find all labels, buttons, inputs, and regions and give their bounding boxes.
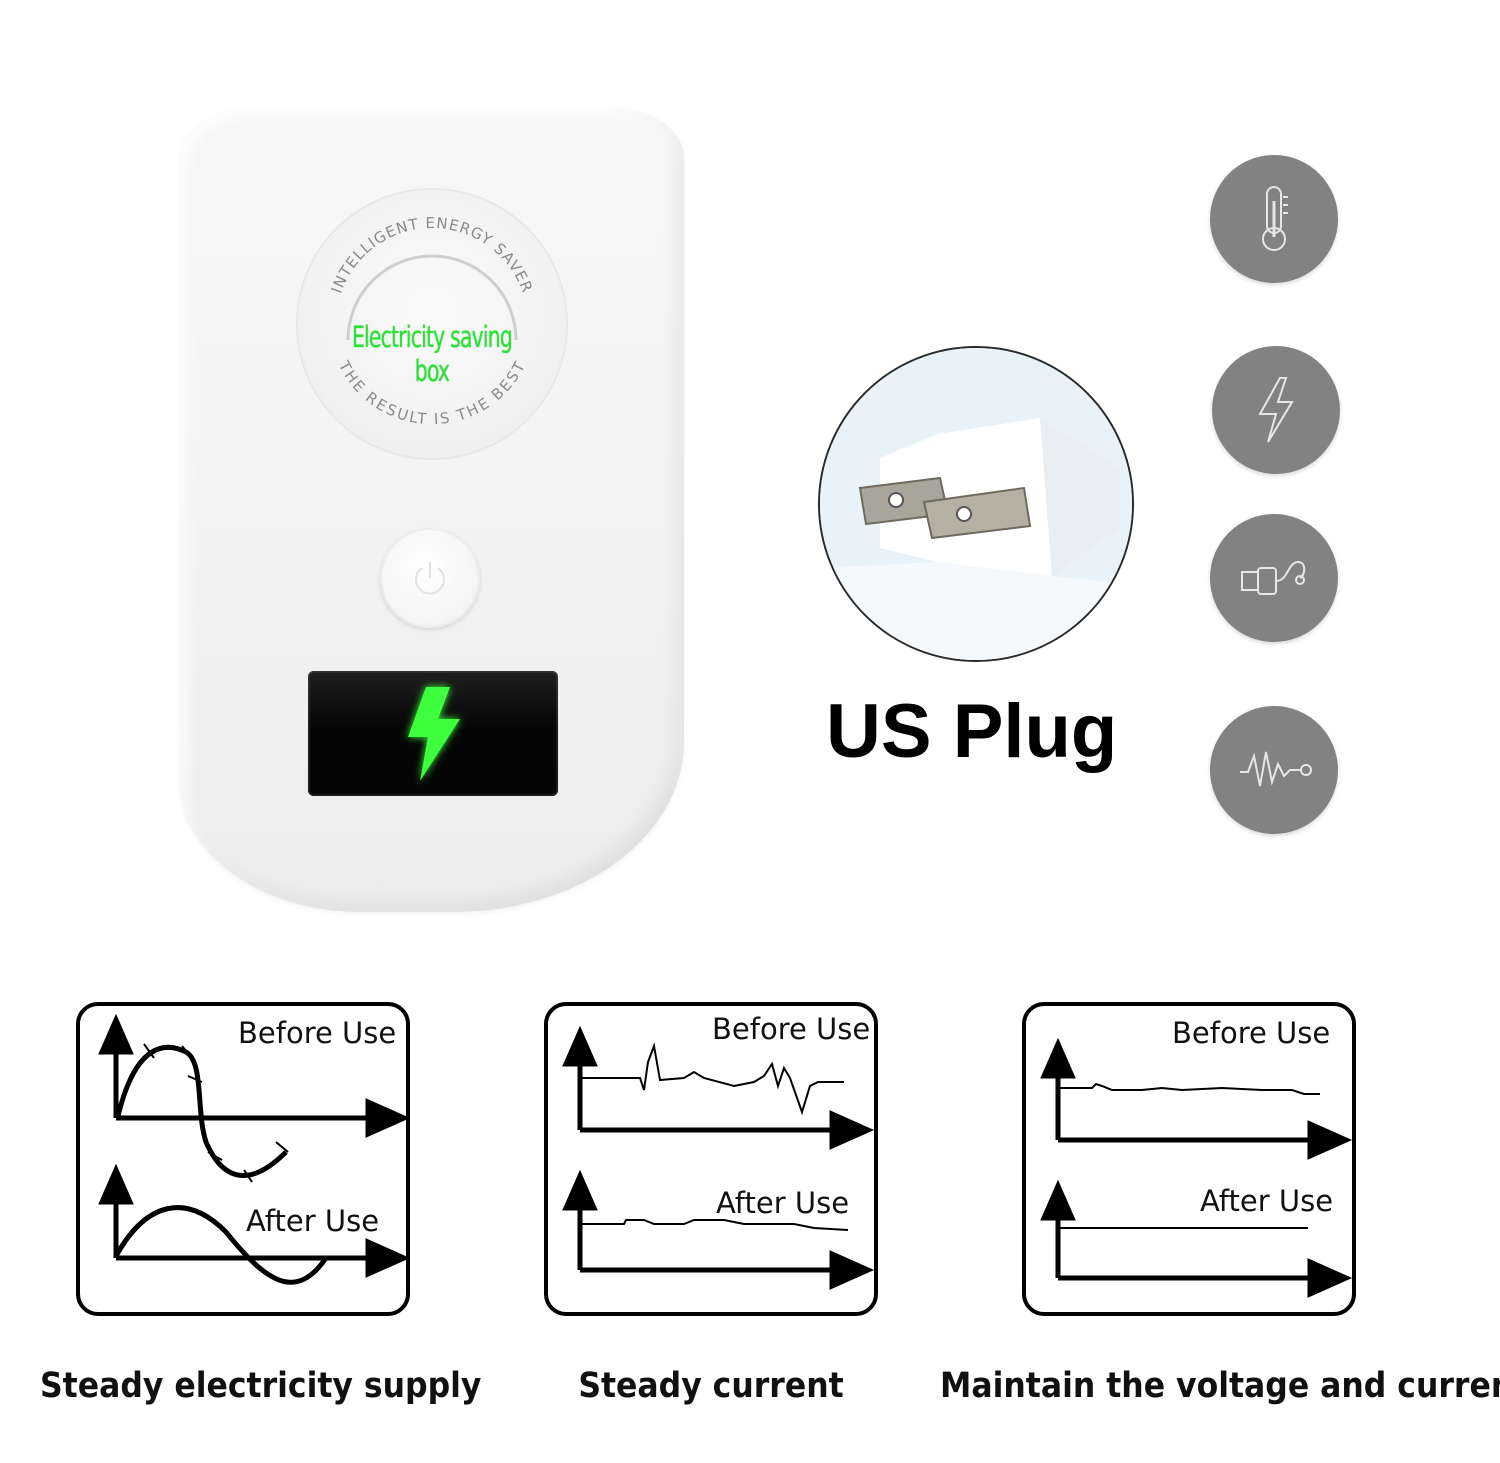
diagram3-caption: Maintain the voltage and current (940, 1366, 1500, 1406)
feature-usb (1210, 514, 1338, 642)
badge-arc-text: INTELLIGENT ENERGY SAVER THE RESULT IS T… (328, 214, 536, 428)
badge-main-text: Electricity saving box (351, 320, 513, 388)
led-display (308, 671, 558, 796)
feature-thermometer (1210, 155, 1338, 283)
usb-plug-icon (1241, 560, 1306, 595)
diagram3-after-label: After Use (1200, 1184, 1334, 1218)
diagram2-before-label: Before Use (712, 1012, 871, 1046)
diagram1-after-label: After Use (246, 1204, 380, 1238)
device-badge (298, 190, 566, 458)
diagram3-graph (1040, 1037, 1353, 1298)
us-plug-photo (818, 346, 1134, 662)
lightning-bolt-icon (408, 687, 460, 781)
diagram1-graph (98, 1013, 411, 1285)
diagram1-before-label: Before Use (238, 1016, 397, 1050)
diagram2-graph (562, 1025, 875, 1290)
diagram-steady-current (544, 1002, 878, 1316)
plug-type-title: US Plug (826, 689, 1118, 774)
feature-lightning (1212, 346, 1340, 474)
diagram1-caption: Steady electricity supply (40, 1366, 482, 1406)
thermometer-icon (1262, 186, 1288, 251)
diagram-voltage-current (1022, 1002, 1356, 1316)
us-plug-illustration (820, 348, 1132, 660)
lightning-icon (1258, 377, 1294, 443)
diagram2-after-label: After Use (716, 1186, 850, 1220)
diagram3-before-label: Before Use (1172, 1016, 1331, 1050)
waveform-icon (1240, 751, 1312, 787)
power-button[interactable] (380, 528, 480, 628)
diagram2-caption: Steady current (578, 1366, 844, 1406)
feature-waveform (1210, 706, 1338, 834)
power-icon (415, 562, 445, 595)
